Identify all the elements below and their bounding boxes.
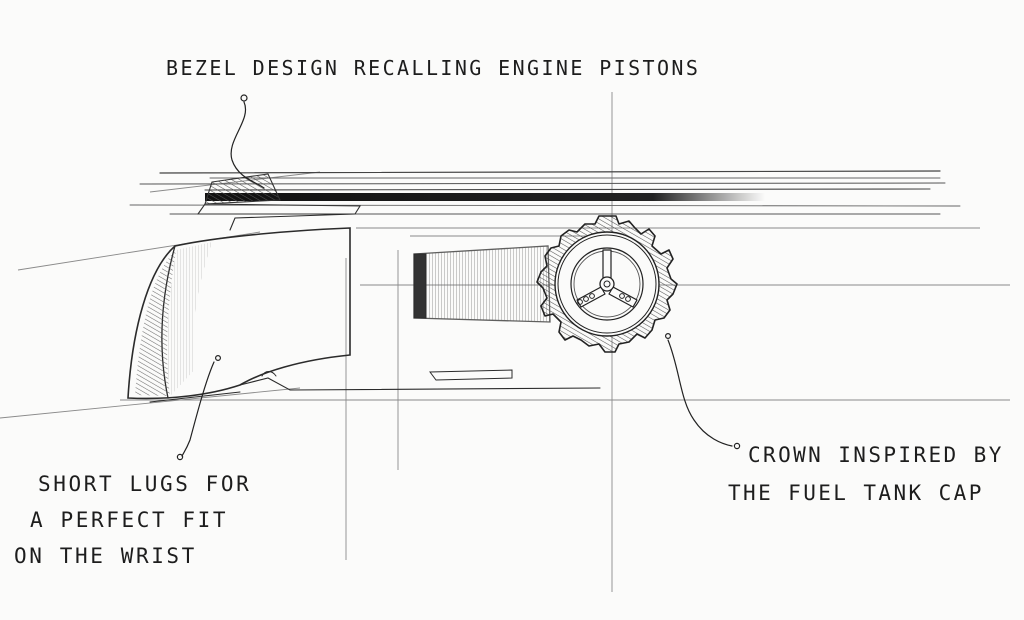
crown — [536, 215, 678, 353]
crown-annotation: CROWN INSPIRED BY THE FUEL TANK CAP — [728, 436, 1004, 512]
lugs-annotation: SHORT LUGS FOR A PERFECT FIT ON THE WRIS… — [14, 466, 251, 574]
bezel-chamfer — [204, 173, 281, 205]
bezel-strokes — [129, 170, 961, 215]
lugs-annotation-line-2: A PERFECT FIT — [30, 508, 229, 532]
lugs-annotation-line-3: ON THE WRIST — [14, 544, 197, 568]
crown-annotation-line-2: THE FUEL TANK CAP — [728, 481, 984, 505]
leader-lines — [181, 101, 733, 457]
crown-annotation-line-1: CROWN INSPIRED BY — [748, 443, 1004, 467]
lug-shading — [135, 250, 176, 396]
bezel-dark-band — [205, 193, 765, 201]
lugs-annotation-line-1: SHORT LUGS FOR — [38, 472, 252, 496]
bezel-annotation: BEZEL DESIGN RECALLING ENGINE PISTONS — [166, 56, 701, 80]
crown-tube — [413, 245, 551, 323]
leader-dots — [176, 94, 741, 461]
